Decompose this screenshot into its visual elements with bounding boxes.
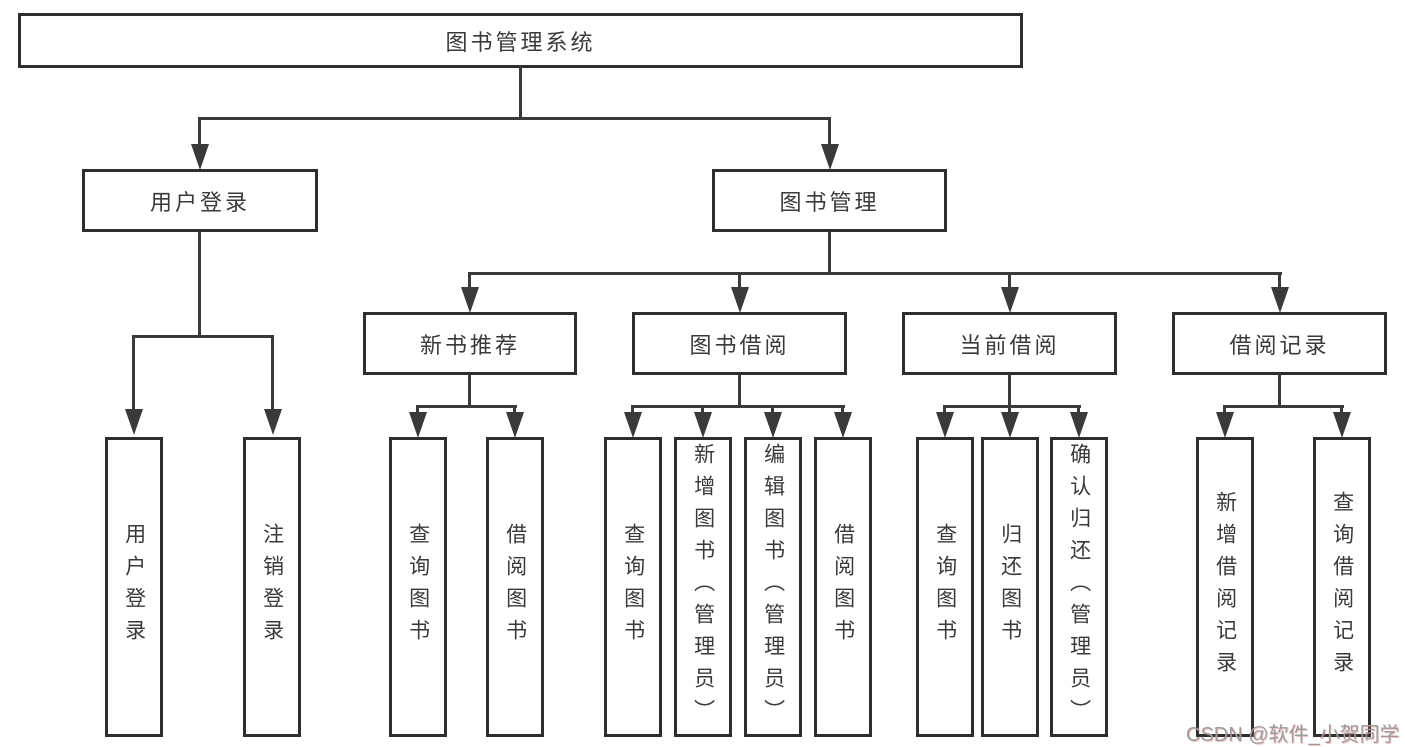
- node-label: 图书管理: [779, 189, 880, 215]
- leaf-add-borrow-record: 新增借阅记录: [1196, 437, 1254, 737]
- arrow-down-icon: [408, 405, 427, 438]
- leaf-borrow-books-borrow: 借阅图书: [814, 437, 872, 737]
- connector-line: [519, 66, 522, 120]
- connector-line: [1278, 374, 1281, 408]
- node-borrow-records: 借阅记录: [1172, 312, 1387, 375]
- leaf-label: 归还图书: [998, 523, 1022, 651]
- node-label: 用户登录: [149, 189, 250, 215]
- leaf-label: 查询图书: [621, 523, 645, 651]
- arrow-down-icon: [1000, 272, 1019, 313]
- connector-line: [1008, 374, 1011, 408]
- leaf-label: 查询借阅记录: [1330, 491, 1354, 683]
- arrow-down-icon: [833, 405, 852, 438]
- leaf-label: 注销登录: [260, 523, 284, 651]
- node-label: 当前借阅: [959, 332, 1060, 358]
- arrow-down-icon: [190, 117, 209, 170]
- leaf-return-books: 归还图书: [981, 437, 1039, 737]
- leaf-label: 用户登录: [122, 523, 146, 651]
- node-label: 图书借阅: [689, 332, 790, 358]
- leaf-label: 借阅图书: [503, 523, 527, 651]
- leaf-label: 确认归还（管理员）: [1067, 443, 1091, 731]
- arrow-down-icon: [1332, 405, 1351, 438]
- leaf-add-books-admin: 新增图书（管理员）: [674, 437, 732, 737]
- arrow-down-icon: [1069, 405, 1088, 438]
- leaf-label: 借阅图书: [831, 523, 855, 651]
- arrow-down-icon: [460, 272, 479, 313]
- connector-line: [198, 117, 831, 120]
- leaf-query-books-recommend: 查询图书: [389, 437, 447, 737]
- node-root-library-system: 图书管理系统: [18, 13, 1023, 68]
- connector-line: [738, 374, 741, 408]
- connector-line: [468, 272, 1282, 275]
- leaf-label: 新增借阅记录: [1213, 491, 1237, 683]
- node-book-management: 图书管理: [712, 169, 947, 232]
- connector-line: [198, 231, 201, 338]
- node-label: 图书管理系统: [445, 29, 596, 55]
- node-current-borrow: 当前借阅: [902, 312, 1117, 375]
- leaf-label: 编辑图书（管理员）: [761, 443, 785, 731]
- leaf-confirm-return-admin: 确认归还（管理员）: [1050, 437, 1108, 737]
- arrow-down-icon: [623, 405, 642, 438]
- leaf-label: 查询图书: [933, 523, 957, 651]
- arrow-down-icon: [505, 405, 524, 438]
- leaf-user-login: 用户登录: [105, 437, 163, 737]
- arrow-down-icon: [935, 405, 954, 438]
- node-user-login: 用户登录: [82, 169, 318, 232]
- arrow-down-icon: [730, 272, 749, 313]
- arrow-down-icon: [124, 335, 143, 435]
- node-label: 借阅记录: [1229, 332, 1330, 358]
- node-new-book-recommend: 新书推荐: [363, 312, 577, 375]
- node-book-borrow: 图书借阅: [632, 312, 847, 375]
- leaf-edit-books-admin: 编辑图书（管理员）: [744, 437, 802, 737]
- arrow-down-icon: [1000, 405, 1019, 438]
- connector-line: [828, 231, 831, 275]
- leaf-query-books-current: 查询图书: [916, 437, 974, 737]
- arrow-down-icon: [1215, 405, 1234, 438]
- leaf-label: 新增图书（管理员）: [691, 443, 715, 731]
- arrow-down-icon: [263, 335, 282, 435]
- csdn-watermark: CSDN @软件_小贺同学: [1186, 724, 1400, 746]
- leaf-borrow-books-recommend: 借阅图书: [486, 437, 544, 737]
- arrow-down-icon: [1270, 272, 1289, 313]
- connector-line: [468, 374, 471, 408]
- arrow-down-icon: [820, 117, 839, 170]
- leaf-label: 查询图书: [406, 523, 430, 651]
- connector-line: [943, 405, 1081, 408]
- connector-line: [1223, 405, 1344, 408]
- connector-line: [631, 405, 845, 408]
- arrow-down-icon: [763, 405, 782, 438]
- arrow-down-icon: [693, 405, 712, 438]
- connector-line: [416, 405, 517, 408]
- leaf-query-books-borrow: 查询图书: [604, 437, 662, 737]
- leaf-logout: 注销登录: [243, 437, 301, 737]
- leaf-query-borrow-record: 查询借阅记录: [1313, 437, 1371, 737]
- node-label: 新书推荐: [419, 332, 520, 358]
- connector-line: [132, 335, 274, 338]
